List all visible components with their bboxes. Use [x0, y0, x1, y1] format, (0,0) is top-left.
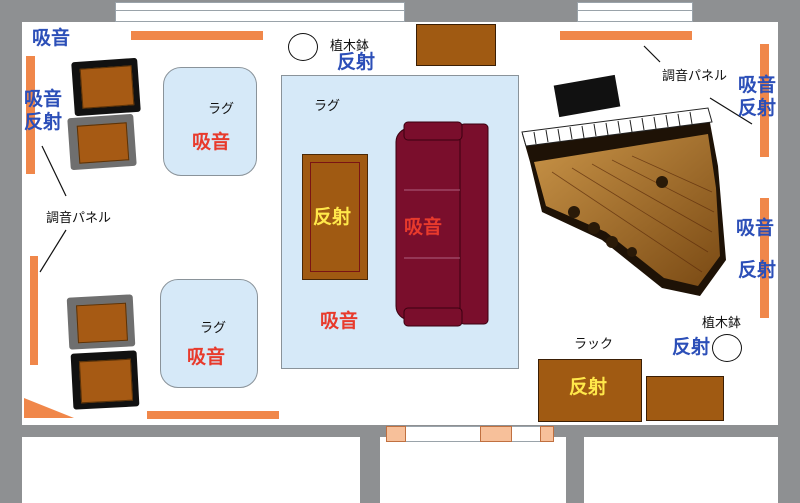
- sofa-icon: [395, 121, 489, 327]
- label-rug-left-top: ラグ: [208, 102, 235, 117]
- label-reflect-top: 反射: [337, 51, 376, 73]
- label-reflect-right: 反射: [738, 259, 777, 281]
- label-absorb-rug-left-top: 吸音: [192, 131, 231, 153]
- wall-bottom-right: [548, 425, 800, 437]
- panel-left-upper: [26, 56, 35, 174]
- rug-left-top: [163, 67, 257, 176]
- label-acoustic-panel-left: 調音パネル: [46, 211, 112, 226]
- panel-right-lower: [760, 198, 769, 318]
- label-rack: ラック: [574, 337, 614, 352]
- window-top-left: [115, 2, 405, 22]
- rack-cabinet-large: [538, 359, 642, 422]
- plant-pot-icon: [288, 33, 318, 61]
- armchair-bottom-1-seat: [76, 302, 128, 344]
- wall-stub-1: [360, 437, 380, 503]
- label-absorb-right: 吸音: [736, 217, 775, 239]
- window-top-right-frame: [577, 10, 692, 11]
- grand-piano-icon: [521, 107, 726, 296]
- label-reflect-plant-right: 反射: [672, 336, 711, 358]
- wall-bottom-left: [0, 425, 392, 437]
- label-acoustic-panel-right: 調音パネル: [662, 69, 728, 84]
- armchair-bottom-2-seat: [78, 358, 134, 404]
- bottom-window: [386, 426, 552, 442]
- coffee-table: [302, 154, 368, 280]
- label-rug-center: ラグ: [314, 99, 341, 114]
- rug-left-bottom: [160, 279, 258, 388]
- plant-pot-icon: [712, 334, 742, 362]
- panel-top-right: [560, 31, 692, 40]
- panel-right-upper: [760, 44, 769, 157]
- panel-left-lower: [30, 256, 38, 365]
- rack-cabinet-small: [646, 376, 724, 421]
- label-plant-pot-top: 植木鉢: [330, 39, 370, 54]
- wall-left: [0, 0, 22, 503]
- label-absorb-rug-center: 吸音: [320, 310, 359, 332]
- wall-right: [778, 0, 800, 503]
- label-reflect-rack: 反射: [569, 376, 608, 398]
- bottom-window-post-3: [540, 426, 554, 442]
- label-absorb-sofa: 吸音: [404, 216, 443, 238]
- wall-stub-2: [566, 437, 584, 503]
- coffee-table-inset: [310, 162, 360, 272]
- panel-bottom-left: [147, 411, 279, 419]
- label-absorb-reflect-right: 吸音 反射: [738, 74, 777, 119]
- window-top-left-frame: [115, 10, 405, 11]
- top-cabinet: [416, 24, 496, 66]
- window-top-right: [577, 2, 693, 22]
- armchair-top-2-seat: [76, 122, 130, 164]
- label-absorb-reflect-left: 吸音 反射: [24, 88, 63, 133]
- label-reflect-table: 反射: [313, 206, 352, 228]
- bottom-window-post-2: [480, 426, 512, 442]
- label-absorb-topleft: 吸音: [32, 27, 71, 49]
- panel-corner-triangle: [24, 398, 74, 418]
- label-rug-left-bottom: ラグ: [200, 321, 227, 336]
- bottom-window-post-1: [386, 426, 406, 442]
- armchair-top-1-seat: [79, 65, 135, 109]
- label-plant-pot-right: 植木鉢: [702, 316, 742, 331]
- label-absorb-rug-left-bottom: 吸音: [187, 346, 226, 368]
- panel-top-left: [131, 31, 263, 40]
